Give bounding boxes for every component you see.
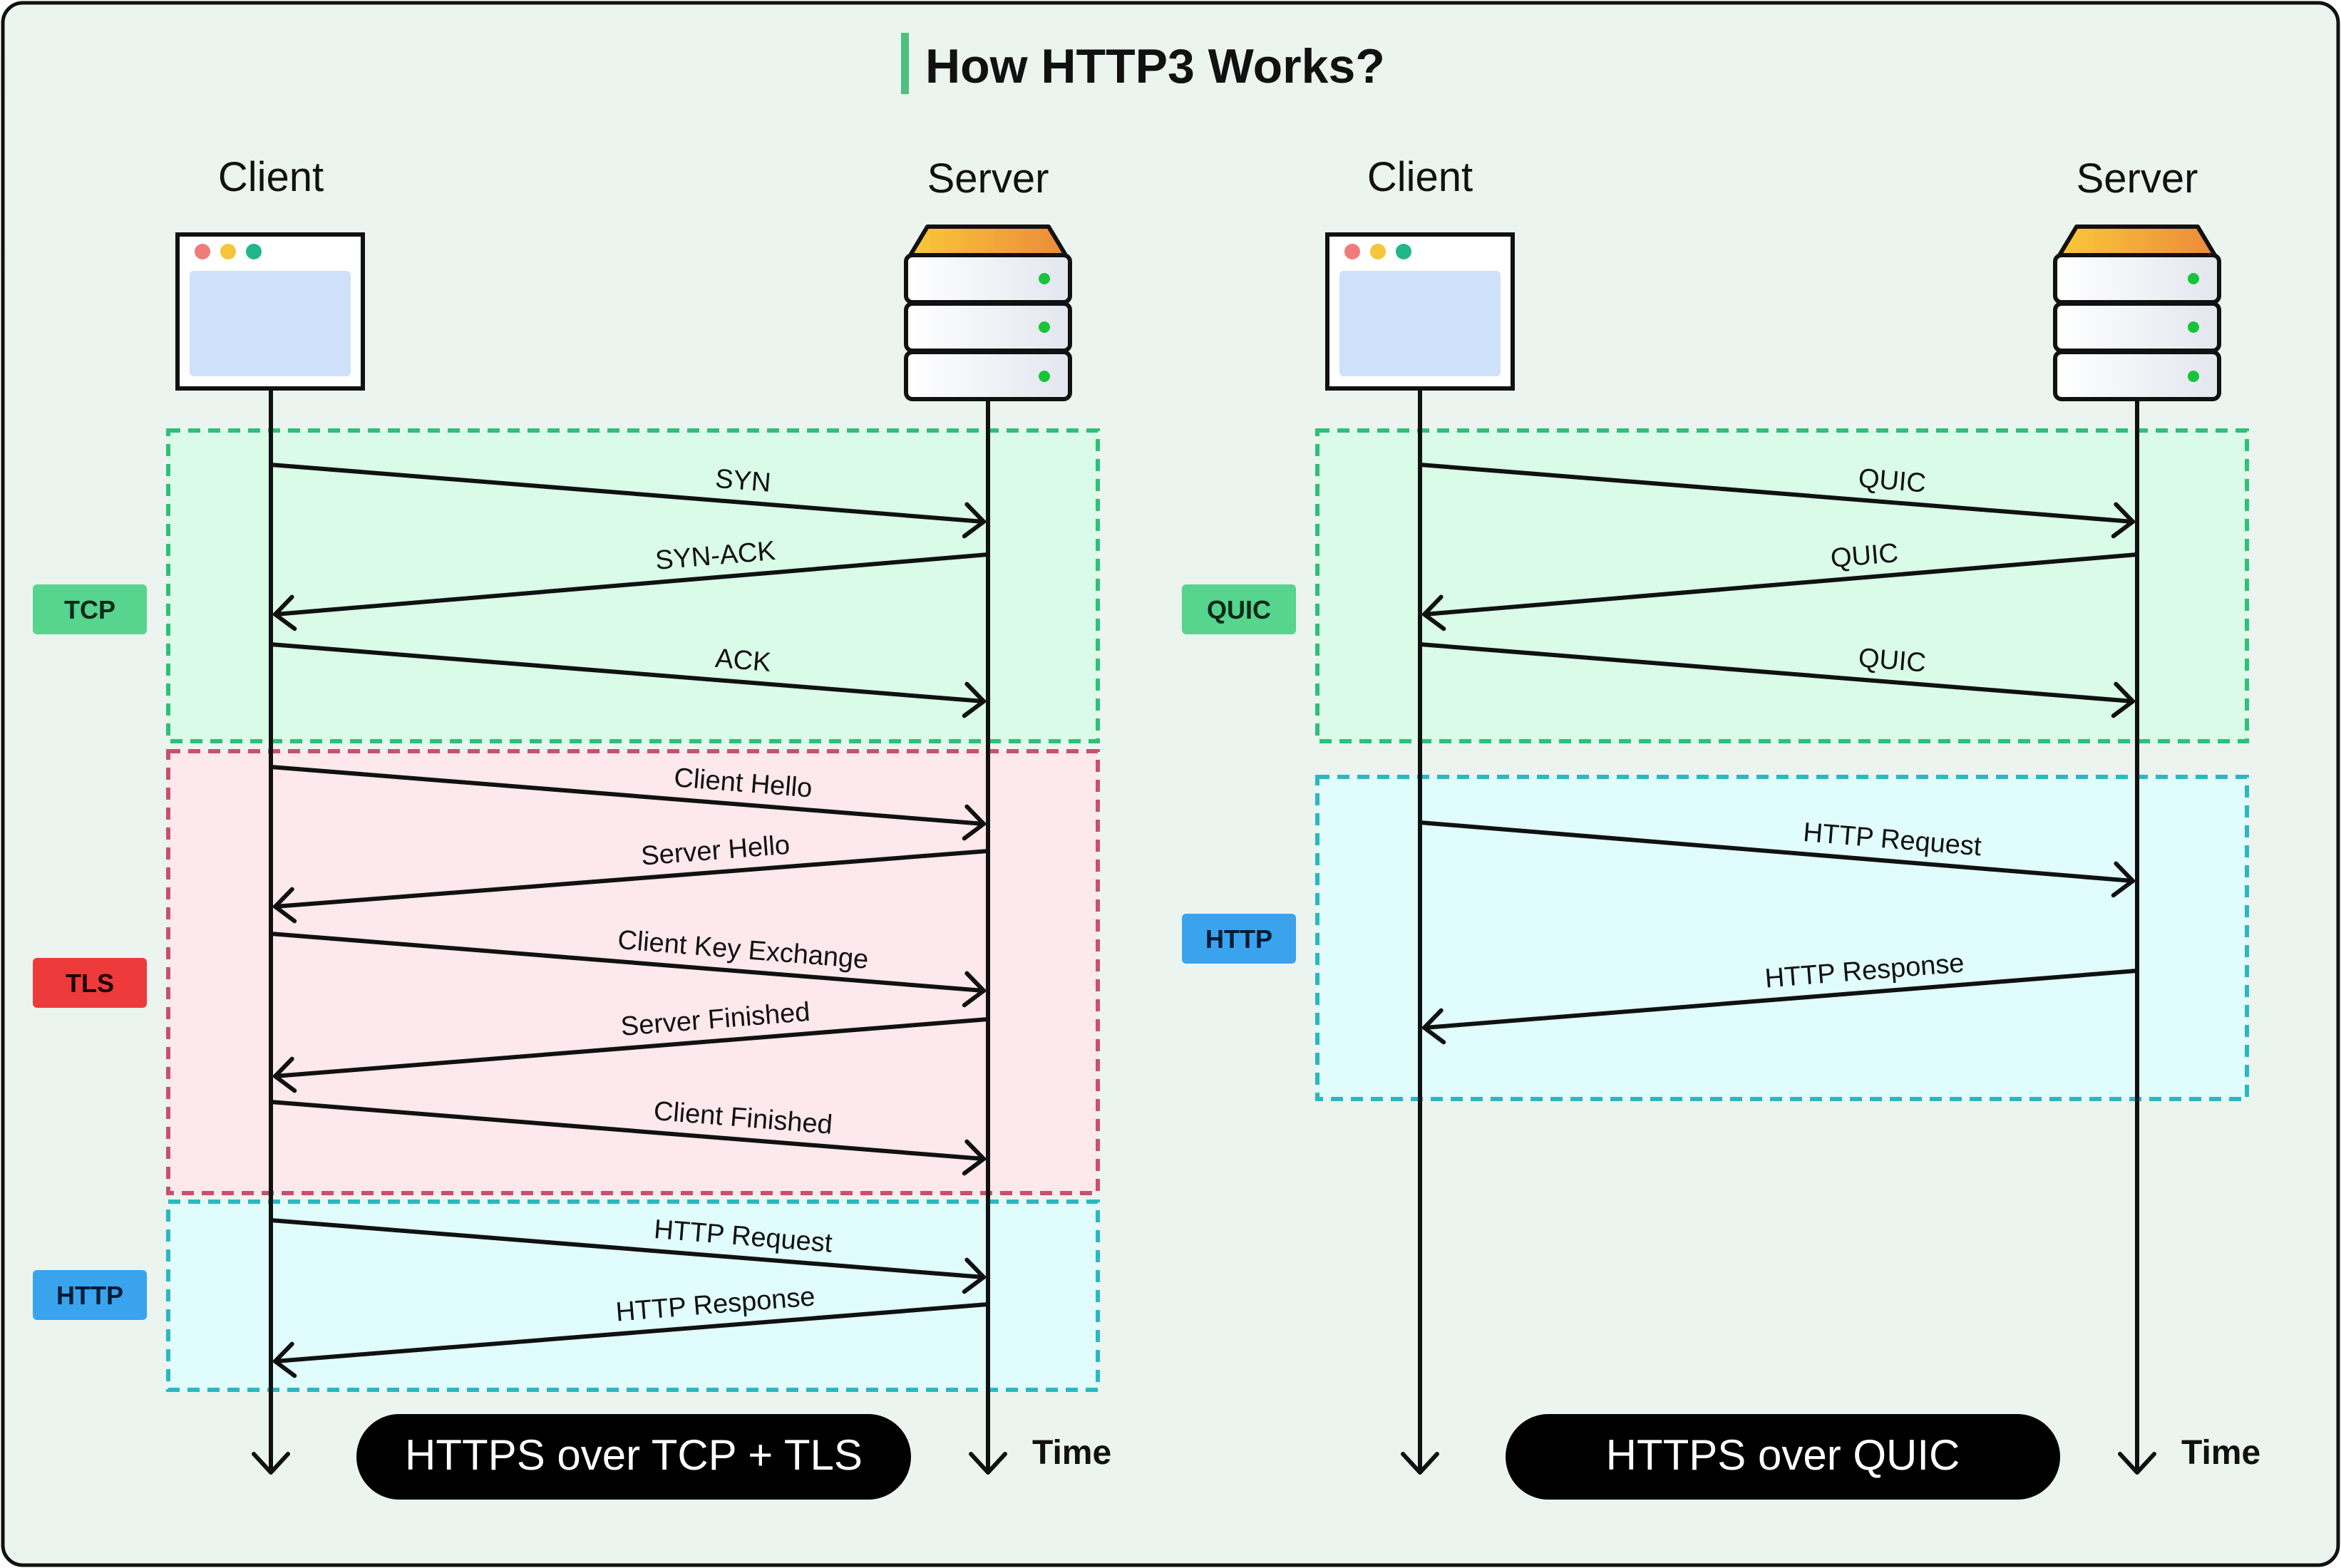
http-badge-label: HTTP xyxy=(56,1281,123,1310)
message-arrow-line xyxy=(1422,969,2139,1030)
message-arrowhead xyxy=(273,594,297,631)
message-arrow-line xyxy=(269,765,986,826)
tls-badge xyxy=(33,958,147,1008)
message-arrow: Server Finished xyxy=(273,997,990,1093)
footer-label: HTTPS over QUIC xyxy=(1606,1431,1960,1479)
message-arrow-line xyxy=(273,1302,990,1363)
tls-badge-label: TLS xyxy=(66,969,114,998)
http-zone xyxy=(1315,775,2249,1101)
title-accent-bar xyxy=(901,33,909,94)
message-arrow: SYN xyxy=(269,463,986,539)
page-title: How HTTP3 Works? xyxy=(925,39,1385,93)
message-arrow-line xyxy=(269,1100,986,1161)
server-label: Server xyxy=(927,155,1049,202)
server-rack-icon xyxy=(2053,225,2221,401)
server-lifeline-arrowhead xyxy=(969,1452,1007,1475)
server-lifeline-arrowhead xyxy=(2118,1452,2156,1475)
message-arrowhead xyxy=(962,804,986,841)
quic-badge xyxy=(1182,584,1296,634)
server-label: Server xyxy=(2077,155,2198,202)
left-diagram: TCP TLS HTTP Client Server xyxy=(33,154,1111,1500)
quic-badge-label: QUIC xyxy=(1207,595,1271,624)
tcp-badge xyxy=(33,584,147,634)
message-arrowhead xyxy=(2111,681,2135,718)
message-label: QUIC xyxy=(1857,643,1927,678)
message-label: ACK xyxy=(714,644,772,678)
message-arrow: QUIC xyxy=(1422,538,2139,631)
message-arrow: QUIC xyxy=(1418,463,2135,539)
browser-window-icon xyxy=(1325,232,1515,391)
message-arrowhead xyxy=(962,971,986,1008)
message-arrow-line xyxy=(273,849,990,909)
message-arrowhead xyxy=(962,1257,986,1294)
message-arrow-line xyxy=(269,463,986,524)
time-label: Time xyxy=(2181,1434,2260,1472)
message-arrowhead xyxy=(273,1056,297,1093)
message-arrowhead xyxy=(2111,861,2135,898)
footer-pill xyxy=(1506,1414,2060,1500)
right-diagram: QUIC HTTP Client Server QUIC QUIC QUIC HTTP… xyxy=(1182,154,2260,1500)
message-arrow-line xyxy=(1418,642,2135,703)
message-arrowhead xyxy=(273,1341,297,1378)
message-arrowhead xyxy=(1422,1008,1446,1045)
message-label: QUIC xyxy=(1857,463,1927,498)
message-arrow-line xyxy=(1422,552,2139,617)
message-arrowhead xyxy=(962,1139,986,1176)
message-label: SYN xyxy=(714,464,772,498)
client-lifeline-arrowhead xyxy=(252,1452,290,1475)
browser-window-icon xyxy=(175,232,365,391)
message-label: QUIC xyxy=(1829,538,1899,574)
http-badge xyxy=(1182,914,1296,964)
message-arrowhead xyxy=(962,502,986,539)
message-arrow-line xyxy=(273,552,990,617)
message-arrow-line xyxy=(273,1017,990,1078)
footer-label: HTTPS over TCP + TLS xyxy=(405,1431,863,1479)
message-arrow-line xyxy=(269,642,986,703)
client-label: Client xyxy=(218,154,324,200)
client-label: Client xyxy=(1367,154,1473,200)
message-arrow: QUIC xyxy=(1418,642,2135,718)
http-badge xyxy=(33,1270,147,1320)
message-arrowhead xyxy=(1422,594,1446,631)
server-rack-icon xyxy=(904,225,1072,401)
footer-pill xyxy=(356,1414,911,1500)
message-arrow-line xyxy=(1418,820,2135,883)
message-arrowhead xyxy=(2111,502,2135,539)
message-arrow-line xyxy=(269,932,986,993)
tcp-badge-label: TCP xyxy=(64,595,115,624)
tls-zone xyxy=(166,749,1100,1195)
message-arrowhead xyxy=(962,681,986,718)
message-arrow: ACK xyxy=(269,642,986,718)
time-label: Time xyxy=(1032,1434,1111,1472)
message-arrowhead xyxy=(273,887,297,924)
message-arrow-line xyxy=(269,1218,986,1279)
message-arrow-line xyxy=(1418,463,2135,524)
http-badge-label: HTTP xyxy=(1205,924,1272,954)
client-lifeline-arrowhead xyxy=(1401,1452,1439,1475)
